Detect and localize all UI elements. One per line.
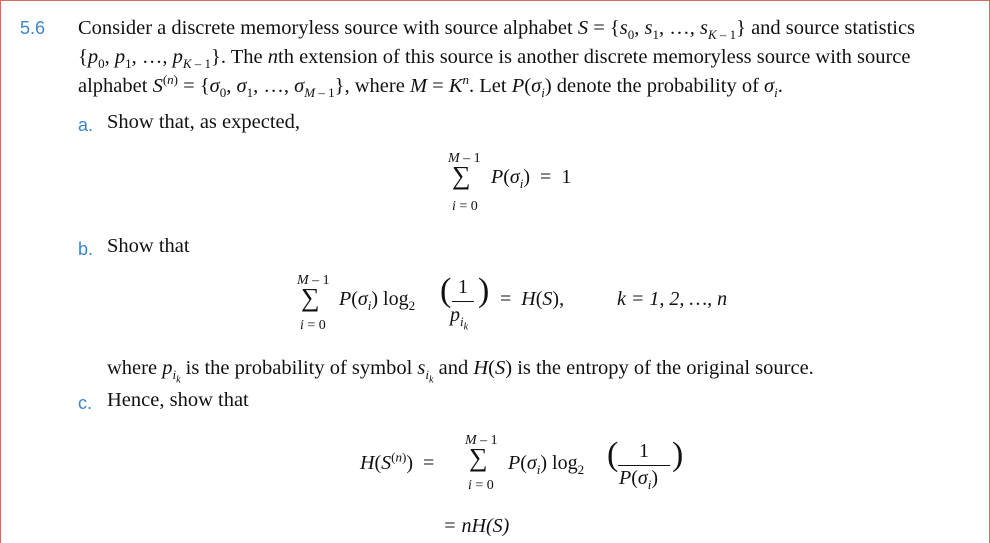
part-c-label: c. [78, 393, 93, 413]
part-a-label: a. [78, 115, 94, 135]
problem-number: 5.6 [20, 18, 46, 38]
problem-intro: Consider a discrete memoryless source wi… [78, 14, 973, 101]
where-line: where pik is the probability of symbol s… [107, 357, 814, 386]
part-b-text: Show that [107, 235, 190, 257]
intro-line-1: Consider a discrete memoryless source wi… [78, 17, 916, 43]
left-border [0, 0, 1, 543]
part-c-text: Hence, show that [107, 389, 249, 411]
part-b-label: b. [78, 239, 94, 259]
top-border [0, 0, 990, 1]
equation-c-final: = nH(S) [443, 515, 510, 537]
part-a-text: Show that, as expected, [107, 111, 300, 133]
equation-b-range: k = 1, 2, …, n [617, 288, 728, 310]
intro-line-2: {p0, p1, …, pK – 1}. The nth extension o… [78, 46, 911, 72]
intro-line-3: alphabet S(n) = {σ0, σ1, …, σM – 1}, whe… [78, 72, 783, 101]
